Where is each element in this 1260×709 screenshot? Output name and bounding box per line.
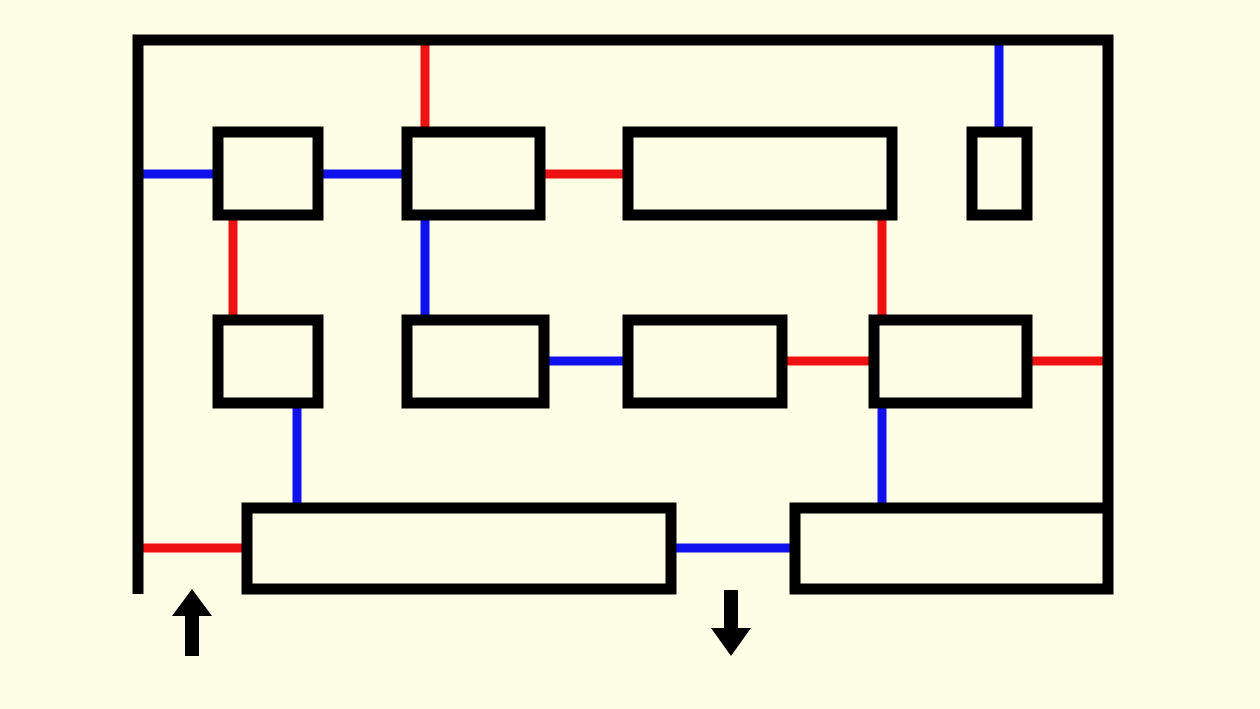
box-r2c4 xyxy=(868,314,1033,409)
box-r2c1 xyxy=(212,314,324,409)
exit-arrow-down-icon xyxy=(711,590,751,656)
entry-arrow-up-icon xyxy=(172,589,212,656)
box-r3c2 xyxy=(789,502,1114,595)
boxes xyxy=(212,126,1114,595)
box-r3c1 xyxy=(241,502,677,595)
connectors xyxy=(140,45,1103,553)
box-r1c2 xyxy=(401,126,546,221)
box-r2c2 xyxy=(401,314,550,409)
box-r1c1 xyxy=(212,126,324,221)
box-r1c4 xyxy=(966,126,1033,221)
outer-wall xyxy=(132,34,1114,594)
box-r2c3 xyxy=(622,314,788,409)
box-r1c3 xyxy=(622,126,898,221)
